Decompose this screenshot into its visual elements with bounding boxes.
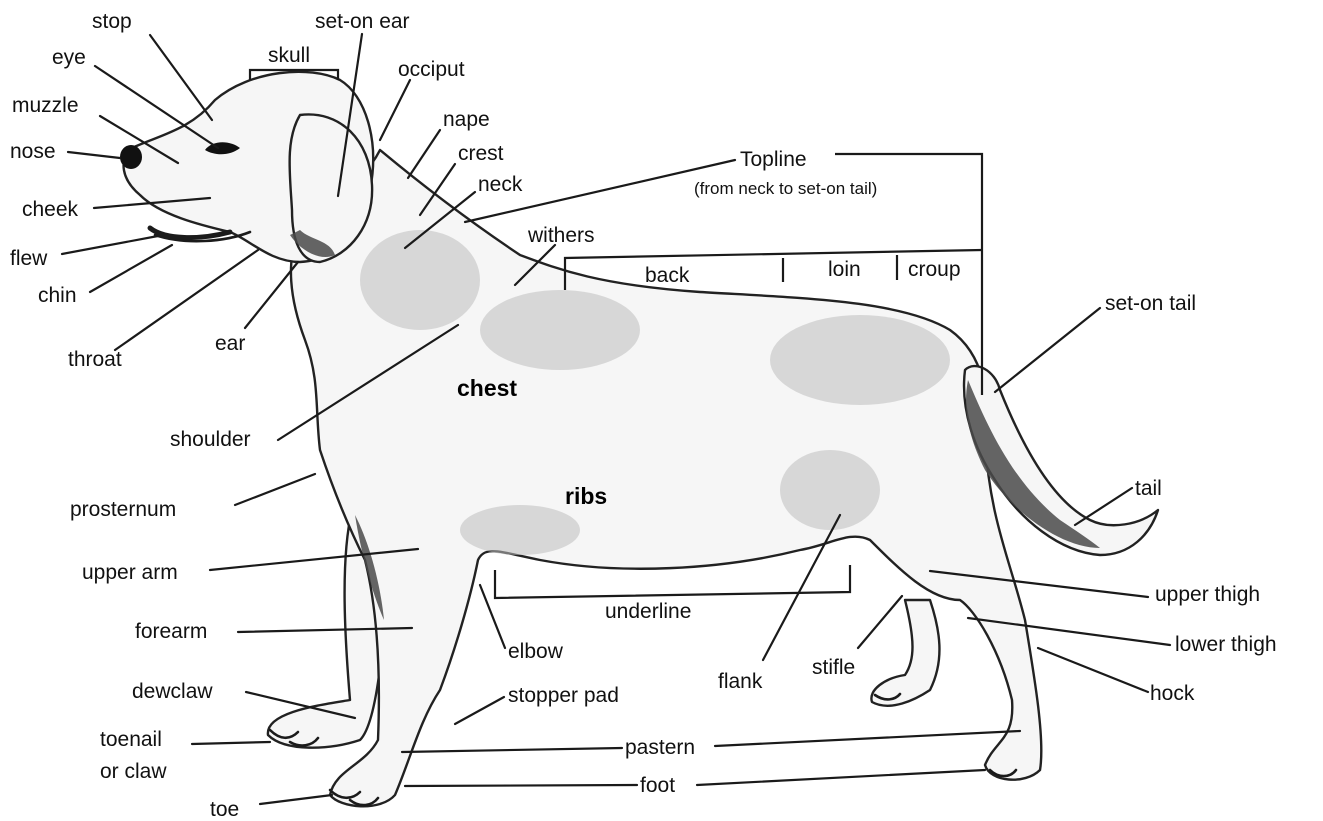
toe-leader xyxy=(260,795,332,804)
pastern-leader-right xyxy=(715,731,1020,746)
label-loin: loin xyxy=(828,258,861,281)
label-shoulder: shoulder xyxy=(170,428,251,451)
label-topline: Topline xyxy=(740,148,807,171)
label-pastern: pastern xyxy=(625,736,695,759)
label-stifle: stifle xyxy=(812,656,855,679)
tail-leader xyxy=(1075,488,1132,525)
flew-leader xyxy=(62,236,158,254)
label-forearm: forearm xyxy=(135,620,207,643)
label-muzzle: muzzle xyxy=(12,94,79,117)
eye-leader xyxy=(95,66,218,148)
label-upper-arm: upper arm xyxy=(82,561,178,584)
label-crest: crest xyxy=(458,142,504,165)
label-toenail: toenail xyxy=(100,728,162,751)
label-stop: stop xyxy=(92,10,132,33)
chin-leader xyxy=(90,245,172,292)
label-foot: foot xyxy=(640,774,675,797)
label-hock: hock xyxy=(1150,682,1195,705)
label-flank: flank xyxy=(718,670,763,693)
label-eye: eye xyxy=(52,46,86,69)
label-underline: underline xyxy=(605,600,691,623)
foot-leader-left xyxy=(405,785,637,786)
occiput-leader xyxy=(380,80,410,140)
stopper-pad-leader xyxy=(455,697,504,724)
label-ear: ear xyxy=(215,332,245,355)
label-throat: throat xyxy=(68,348,122,371)
far-hind-leg xyxy=(871,600,939,706)
nape-leader xyxy=(408,130,440,178)
label-upper-thigh: upper thigh xyxy=(1155,583,1260,606)
prosternum-leader xyxy=(235,474,315,505)
toenail-leader xyxy=(192,742,270,744)
label-set-on-ear: set-on ear xyxy=(315,10,410,33)
ear-leader xyxy=(245,262,298,328)
label-nape: nape xyxy=(443,108,490,131)
label-set-on-tail: set-on tail xyxy=(1105,292,1196,315)
set-on-tail-leader xyxy=(995,308,1100,392)
label-flew: flew xyxy=(10,247,48,270)
label-occiput: occiput xyxy=(398,58,465,81)
pastern-leader-left xyxy=(402,748,622,752)
stop-leader xyxy=(150,35,212,120)
foot-leader-right xyxy=(697,770,985,785)
elbow-leader xyxy=(480,585,505,648)
label-tail: tail xyxy=(1135,477,1162,500)
dog-nose xyxy=(120,145,142,169)
label-croup: croup xyxy=(908,258,961,281)
label-dewclaw: dewclaw xyxy=(132,680,213,703)
label-withers: withers xyxy=(527,224,595,247)
stifle-leader xyxy=(858,596,902,648)
label-chest: chest xyxy=(457,375,517,401)
label-topline-note: (from neck to set-on tail) xyxy=(694,179,877,198)
label-toe: toe xyxy=(210,798,239,821)
hock-leader xyxy=(1038,648,1148,692)
label-elbow: elbow xyxy=(508,640,564,663)
label-back: back xyxy=(645,264,690,287)
label-toenail-2: or claw xyxy=(100,760,167,783)
label-neck: neck xyxy=(478,173,523,196)
label-nose: nose xyxy=(10,140,56,163)
label-skull: skull xyxy=(268,44,310,67)
underline-bracket xyxy=(495,565,850,598)
label-cheek: cheek xyxy=(22,198,79,221)
label-ribs: ribs xyxy=(565,483,607,509)
nose-leader xyxy=(68,152,120,158)
label-stopper-pad: stopper pad xyxy=(508,684,619,707)
label-prosternum: prosternum xyxy=(70,498,176,521)
label-chin: chin xyxy=(38,284,77,307)
label-lower-thigh: lower thigh xyxy=(1175,633,1277,656)
